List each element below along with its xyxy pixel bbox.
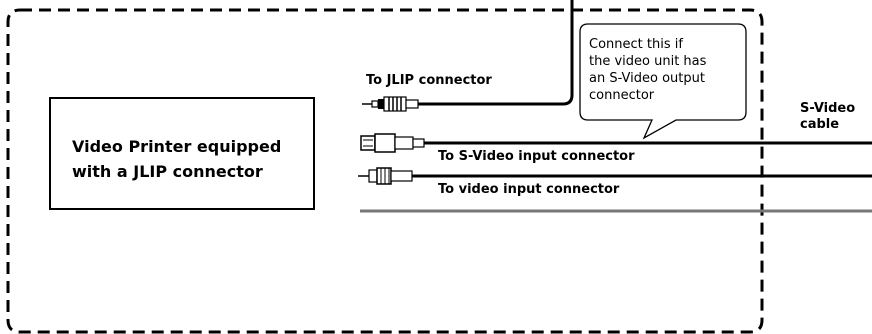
- callout-bubble: [579, 23, 747, 140]
- video-input-label: To video input connector: [438, 182, 620, 197]
- svideo-cable-label-line2: cable: [800, 117, 839, 132]
- callout-line2: the video unit has: [589, 54, 707, 69]
- callout-line4: connector: [589, 88, 655, 103]
- svideo-input-label: To S-Video input connector: [438, 149, 635, 164]
- dashed-enclosure: [6, 8, 764, 334]
- svideo-plug-icon: [360, 133, 425, 153]
- printer-label-line1: Video Printer equipped: [72, 137, 281, 156]
- jlip-connector-label: To JLIP connector: [366, 73, 492, 88]
- jlip-plug-icon: [362, 96, 419, 112]
- video-printer-box: [49, 97, 315, 210]
- video-plug-icon: [358, 167, 413, 185]
- callout-line3: an S-Video output: [589, 71, 705, 86]
- svideo-cable-label-line1: S-Video: [800, 101, 855, 116]
- jlip-cable: [418, 0, 574, 106]
- callout-line1: Connect this if: [589, 37, 683, 52]
- printer-label-line2: with a JLIP connector: [72, 162, 263, 181]
